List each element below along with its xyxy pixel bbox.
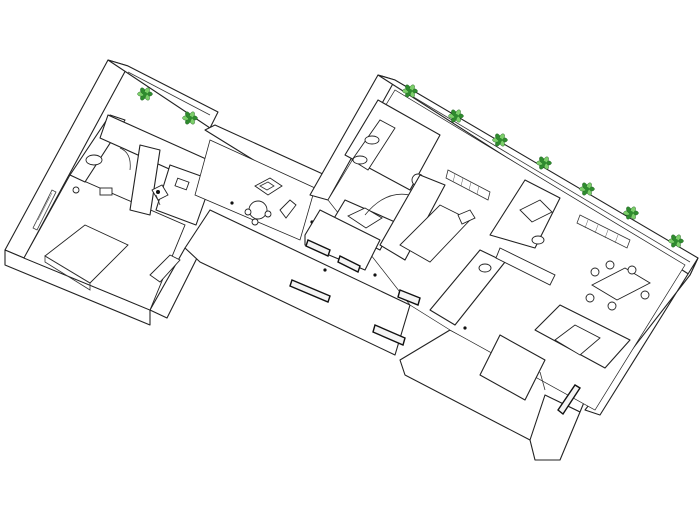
stool [457,209,476,225]
window-south-1 [289,279,331,303]
sink-west [99,187,113,196]
bed-side [44,255,91,291]
plant-east-balcony-2 [448,109,464,123]
east-bath-shower [519,199,553,223]
kitchen-appliance [347,207,383,229]
curved-wall [364,193,411,216]
east-wing [304,74,699,461]
light-point-1 [230,201,234,205]
east-balcony-rail [394,85,691,263]
west-balcony-wall [107,59,219,129]
plant-east-balcony-4 [536,156,552,170]
plant-east-balcony-5 [579,182,595,196]
entry-table [244,177,297,226]
study-door [539,371,546,391]
plant-east-balcony-7 [668,234,684,248]
light-point-6 [463,326,467,330]
shower-arc [119,147,131,171]
wardrobe-west [32,189,57,231]
bathroom-divider [129,144,161,216]
sink-counter [478,263,492,273]
balcony-plants [137,84,684,248]
kitchen-window-2 [337,255,361,273]
plant-east-balcony-1 [402,84,418,98]
bedroom-bench [149,254,181,283]
east-bath-south [495,247,556,286]
toilet-west [85,154,103,166]
wardrobe-east [445,169,491,201]
kitchen-south-wall [304,209,381,271]
light-point-4 [373,273,377,277]
window-south-2 [372,324,406,346]
plant-west-balcony-2 [182,111,198,125]
east-toilet [531,235,545,245]
dining-table [585,260,651,311]
coffee-table [554,324,601,356]
wash-fixture [151,184,169,206]
wardrobe-north-east [576,214,631,249]
kitchen-window [305,239,331,257]
basin-1 [364,135,380,145]
light-point-3 [323,268,327,272]
west-balcony-rail [127,71,211,116]
corridor [184,124,411,356]
basin-2 [352,155,368,165]
study-wall [529,394,581,461]
plant-east-balcony-3 [492,133,508,147]
window-counter [397,289,421,306]
island-wall [379,174,446,261]
cabinet-shower [174,177,190,191]
window-east [557,384,581,416]
plant-east-balcony-6 [623,206,639,220]
plant-west-balcony-1 [137,87,153,101]
study-room [479,334,546,401]
west-wing [4,59,219,326]
lamp-west [72,186,80,194]
